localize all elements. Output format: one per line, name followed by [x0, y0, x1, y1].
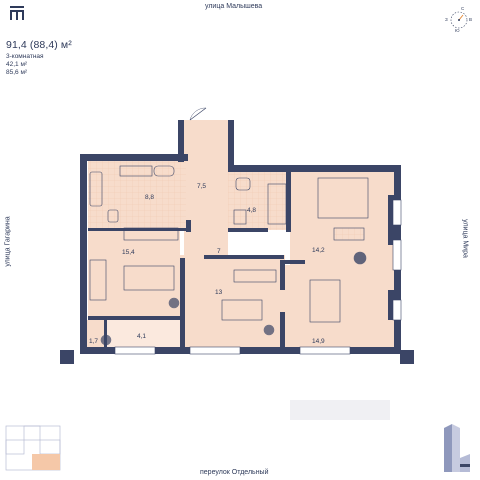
room-area-room-right-bottom: 14,9 [312, 338, 325, 345]
room-area-room-center: 13 [215, 289, 223, 296]
building-minimap [440, 418, 474, 474]
apartment-info: 91,4 (88,4) м² 3-комнатная 42,1 м² 85,6 … [6, 39, 126, 77]
watermark [290, 400, 390, 420]
building-icon [444, 424, 470, 472]
compass-label-e: В [469, 17, 473, 22]
street-top: улица Малышева [205, 3, 263, 10]
section-minimap [4, 422, 62, 474]
room-area-balcony: 4,1 [137, 333, 146, 340]
compass-label-s: Ю [455, 28, 460, 33]
compass-label-n: С [461, 6, 465, 11]
living-area: 42,1 м² [6, 61, 28, 68]
room-labels: 8,8 7,5 4,8 14,2 7 15,4 13 14,9 1,7 4,1 [89, 183, 325, 345]
room-area-corridor: 7 [217, 248, 221, 255]
room-area-kitchen-living: 15,4 [122, 249, 135, 256]
total-area: 91,4 (88,4) м² [6, 39, 72, 51]
m-logo-icon [10, 6, 24, 20]
logo [10, 6, 24, 20]
furniture [89, 107, 369, 346]
street-bottom: переулок Отдельный [200, 469, 269, 476]
area-extra: 85,6 м² [6, 69, 28, 76]
floor-fills [84, 120, 394, 350]
room-area-bath-small: 4,8 [247, 207, 256, 214]
room-area-bedroom-right: 14,2 [312, 247, 325, 254]
room-area-balcony-small: 1,7 [89, 338, 98, 345]
room-area-hall-top: 7,5 [197, 183, 206, 190]
compass-icon [450, 11, 468, 29]
compass-label-w: З [445, 17, 448, 22]
compass: С З В Ю [445, 6, 473, 34]
section-minimap-icon [5, 425, 61, 471]
windows [114, 199, 402, 355]
room-area-bath-main: 8,8 [145, 194, 154, 201]
apartment-type: 3-комнатная [6, 53, 44, 60]
